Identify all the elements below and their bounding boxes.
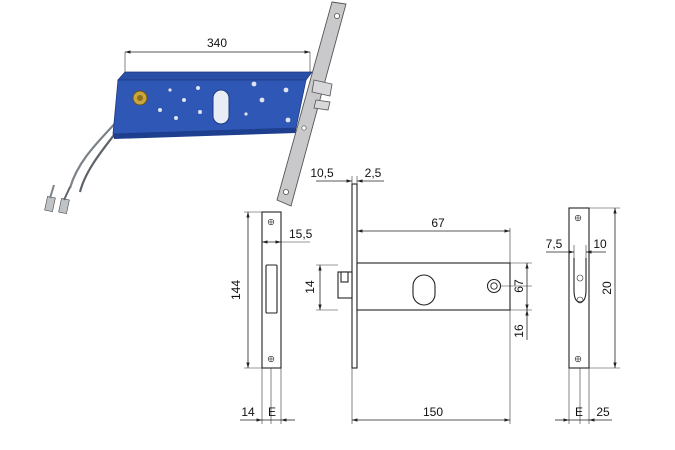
dim-front-offset: 14 <box>241 405 255 419</box>
dim-strike-bottom-width: 25 <box>596 405 610 419</box>
dim-strike-height: 20 <box>600 281 614 295</box>
dim-plate-gap: 2,5 <box>365 166 382 180</box>
dim-total-length: 150 <box>423 405 443 419</box>
lock-faceplate <box>276 1 347 207</box>
dim-strike-right: 10 <box>593 237 607 251</box>
lock-slot <box>212 89 230 125</box>
dim-front-height: 144 <box>229 280 243 300</box>
lock-case <box>112 71 313 139</box>
lock-wires <box>44 117 125 215</box>
dim-strike-left: 7,5 <box>546 237 563 251</box>
dim-340: 340 <box>207 36 227 50</box>
dim-body-length: 67 <box>431 216 445 230</box>
dim-front-e: E <box>268 405 276 419</box>
dim-front-width: 15,5 <box>289 227 313 241</box>
dim-strike-e: E <box>575 405 583 419</box>
dim-lower: 16 <box>512 324 526 338</box>
front-view: 15,5 144 14 E <box>229 211 313 424</box>
dim-body-height-right: 67 <box>512 279 526 293</box>
dim-plate-thickness: 10,5 <box>310 166 334 180</box>
latch-bolt <box>311 79 333 97</box>
dim-body-height-left: 14 <box>303 280 317 294</box>
side-view: 10,5 2,5 67 14 67 16 150 <box>303 166 532 424</box>
strike-view: 7,5 10 20 E 25 <box>546 207 620 424</box>
perspective-lock-view: 340 <box>44 1 347 215</box>
